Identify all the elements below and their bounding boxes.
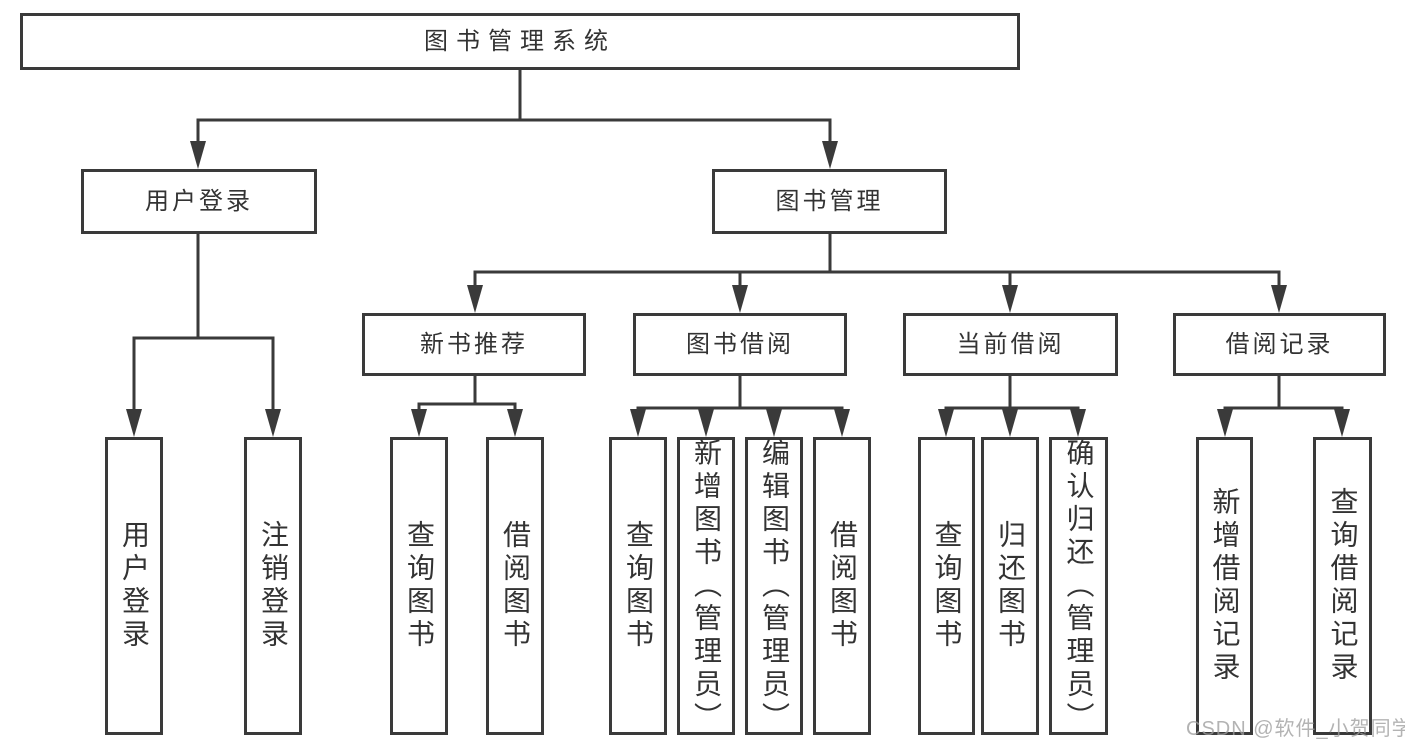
node-label: 图书借阅 (686, 330, 794, 358)
leaf-query-books-borrowing: 查询图书 (609, 437, 667, 735)
node-label: 查询图书 (623, 520, 654, 652)
node-label: 查询借阅记录 (1327, 487, 1359, 685)
node-label: 新增图书（管理员） (691, 437, 722, 735)
leaf-logout: 注销登录 (244, 437, 302, 735)
node-label: 借阅图书 (827, 520, 858, 652)
node-label: 新书推荐 (420, 330, 528, 358)
leaf-confirm-return-admin: 确认归还（管理员） (1049, 437, 1108, 735)
leaf-query-books-current: 查询图书 (918, 437, 975, 735)
leaf-edit-book-admin: 编辑图书（管理员） (745, 437, 803, 735)
node-label: 借阅记录 (1225, 330, 1334, 358)
arrowheads (126, 141, 1350, 437)
node-label: 确认归还（管理员） (1063, 437, 1095, 735)
leaf-borrow-books-borrowing: 借阅图书 (813, 437, 871, 735)
leaf-borrow-books-recommend: 借阅图书 (486, 437, 544, 735)
node-label: 新增借阅记录 (1209, 487, 1241, 685)
node-label: 查询图书 (931, 520, 963, 652)
leaf-user-login: 用户登录 (105, 437, 163, 735)
node-new-book-recommend: 新书推荐 (362, 313, 586, 376)
node-book-management: 图书管理 (712, 169, 947, 234)
node-book-borrowing: 图书借阅 (633, 313, 847, 376)
leaf-add-book-admin: 新增图书（管理员） (677, 437, 735, 735)
node-current-borrowing: 当前借阅 (903, 313, 1118, 376)
node-label: 当前借阅 (956, 330, 1065, 358)
node-borrow-records: 借阅记录 (1173, 313, 1386, 376)
node-label: 编辑图书（管理员） (759, 437, 790, 735)
leaf-return-book: 归还图书 (981, 437, 1039, 735)
node-label: 用户登录 (119, 520, 150, 652)
node-label: 注销登录 (258, 520, 289, 652)
node-user-login: 用户登录 (81, 169, 317, 234)
node-library-management-system: 图书管理系统 (20, 13, 1020, 70)
leaf-query-borrow-record: 查询借阅记录 (1313, 437, 1372, 735)
node-label: 归还图书 (995, 520, 1026, 652)
node-label: 借阅图书 (500, 520, 531, 652)
node-label: 图书管理系统 (424, 27, 616, 55)
node-label: 用户登录 (145, 187, 253, 215)
node-label: 图书管理 (775, 187, 884, 215)
leaf-query-books-recommend: 查询图书 (390, 437, 448, 735)
leaf-add-borrow-record: 新增借阅记录 (1196, 437, 1253, 735)
csdn-watermark: CSDN @软件_小贺同学 (1186, 718, 1405, 740)
node-label: 查询图书 (404, 520, 435, 652)
